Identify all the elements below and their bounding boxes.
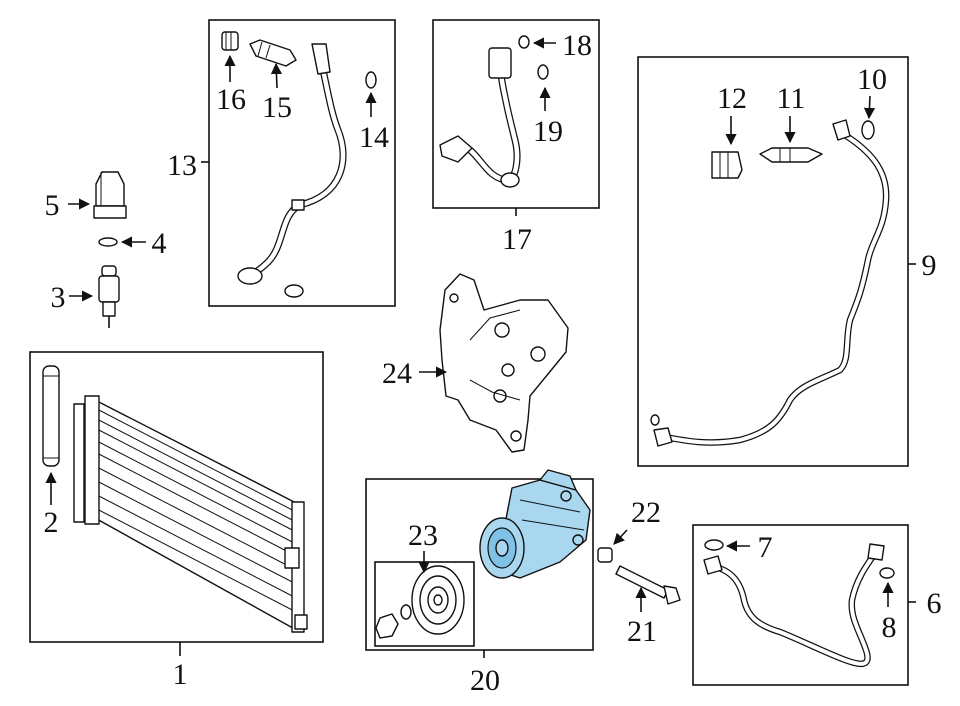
condenser-group-box	[29, 351, 324, 643]
discharge-line-group-box	[637, 56, 909, 467]
o-ring-14	[365, 71, 377, 89]
compressor-bushing-22	[597, 547, 613, 563]
o-ring-18	[518, 35, 530, 49]
o-ring-8	[879, 567, 895, 579]
compressor-clutch	[375, 565, 465, 639]
callout-10: 10	[857, 63, 887, 96]
callout-12: 12	[717, 82, 747, 115]
callout-15: 15	[262, 91, 292, 124]
callout-6: 6	[927, 587, 942, 620]
callout-8: 8	[882, 611, 897, 644]
compressor-bolt-21	[615, 565, 681, 605]
service-valve-cap-16	[221, 31, 239, 51]
compressor-group-box	[365, 478, 594, 651]
suction-line-group-box	[208, 19, 396, 307]
callout-3: 3	[51, 281, 66, 314]
receiver-drier	[42, 365, 60, 467]
callout-23: 23	[408, 519, 438, 552]
suction-hose	[237, 43, 347, 285]
callout-24: 24	[382, 357, 412, 390]
callout-18: 18	[562, 29, 592, 62]
pressure-switch	[93, 171, 127, 219]
o-ring-4	[98, 237, 118, 247]
ac-compressor	[479, 469, 591, 579]
o-ring-19	[537, 64, 549, 80]
callout-13: 13	[167, 149, 197, 182]
callout-17: 17	[502, 223, 532, 256]
callout-21: 21	[627, 615, 657, 648]
o-ring-7	[704, 539, 724, 551]
o-ring-10	[861, 120, 875, 140]
pressure-sensor	[98, 265, 120, 328]
callout-5: 5	[45, 189, 60, 222]
condenser	[73, 395, 308, 633]
callout-4: 4	[152, 227, 167, 260]
callout-16: 16	[216, 83, 246, 116]
compressor-mounting-bracket	[439, 273, 569, 453]
discharge-hose	[650, 119, 890, 447]
callout-14: 14	[359, 121, 389, 154]
callout-1: 1	[173, 658, 188, 691]
o-ring-suction	[284, 284, 304, 298]
callout-22: 22	[631, 496, 661, 529]
callout-9: 9	[922, 249, 937, 282]
service-valve-core-11	[759, 147, 823, 163]
callout-19: 19	[533, 115, 563, 148]
hose-assembly-17	[439, 47, 521, 188]
callout-20: 20	[470, 664, 500, 697]
liquid-line-group-box	[692, 524, 909, 686]
service-valve-cap-12	[711, 151, 743, 179]
liquid-line	[703, 543, 885, 667]
callout-2: 2	[44, 506, 59, 539]
callout-11: 11	[777, 82, 806, 115]
service-valve-core-15	[249, 39, 297, 67]
callout-7: 7	[758, 531, 773, 564]
